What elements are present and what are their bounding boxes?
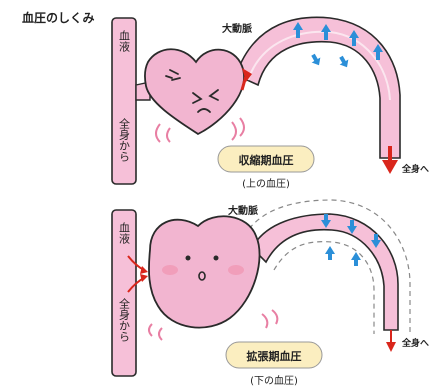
top-aorta xyxy=(236,17,400,158)
top-badge-text: 収縮期血圧 xyxy=(239,153,294,167)
bottom-vessel-label: 血液 xyxy=(118,221,131,245)
bottom-badge-sub: (下の血圧) xyxy=(250,374,298,387)
top-return-label: 全身から xyxy=(118,117,131,162)
top-badge-sub: (上の血圧) xyxy=(242,177,290,190)
bottom-aorta-label: 大動脈 xyxy=(228,204,258,217)
bottom-out-label: 全身へ xyxy=(401,337,429,349)
top-out-label: 全身へ xyxy=(401,163,429,175)
top-aorta-label: 大動脈 xyxy=(222,22,252,35)
diagram-title: 血圧のしくみ xyxy=(22,10,94,25)
top-panel: 血液 全身から 大動脈 全身へ 収縮期血圧 (上の血圧) xyxy=(112,17,429,190)
top-vessel-label: 血液 xyxy=(118,29,131,53)
bottom-panel: 血液 全身から 大動脈 全身へ 拡張期血圧 (下の血圧) xyxy=(112,200,429,387)
top-heart xyxy=(145,49,244,134)
bottom-return-label: 全身から xyxy=(118,297,131,342)
bottom-badge-text: 拡張期血圧 xyxy=(247,349,302,363)
